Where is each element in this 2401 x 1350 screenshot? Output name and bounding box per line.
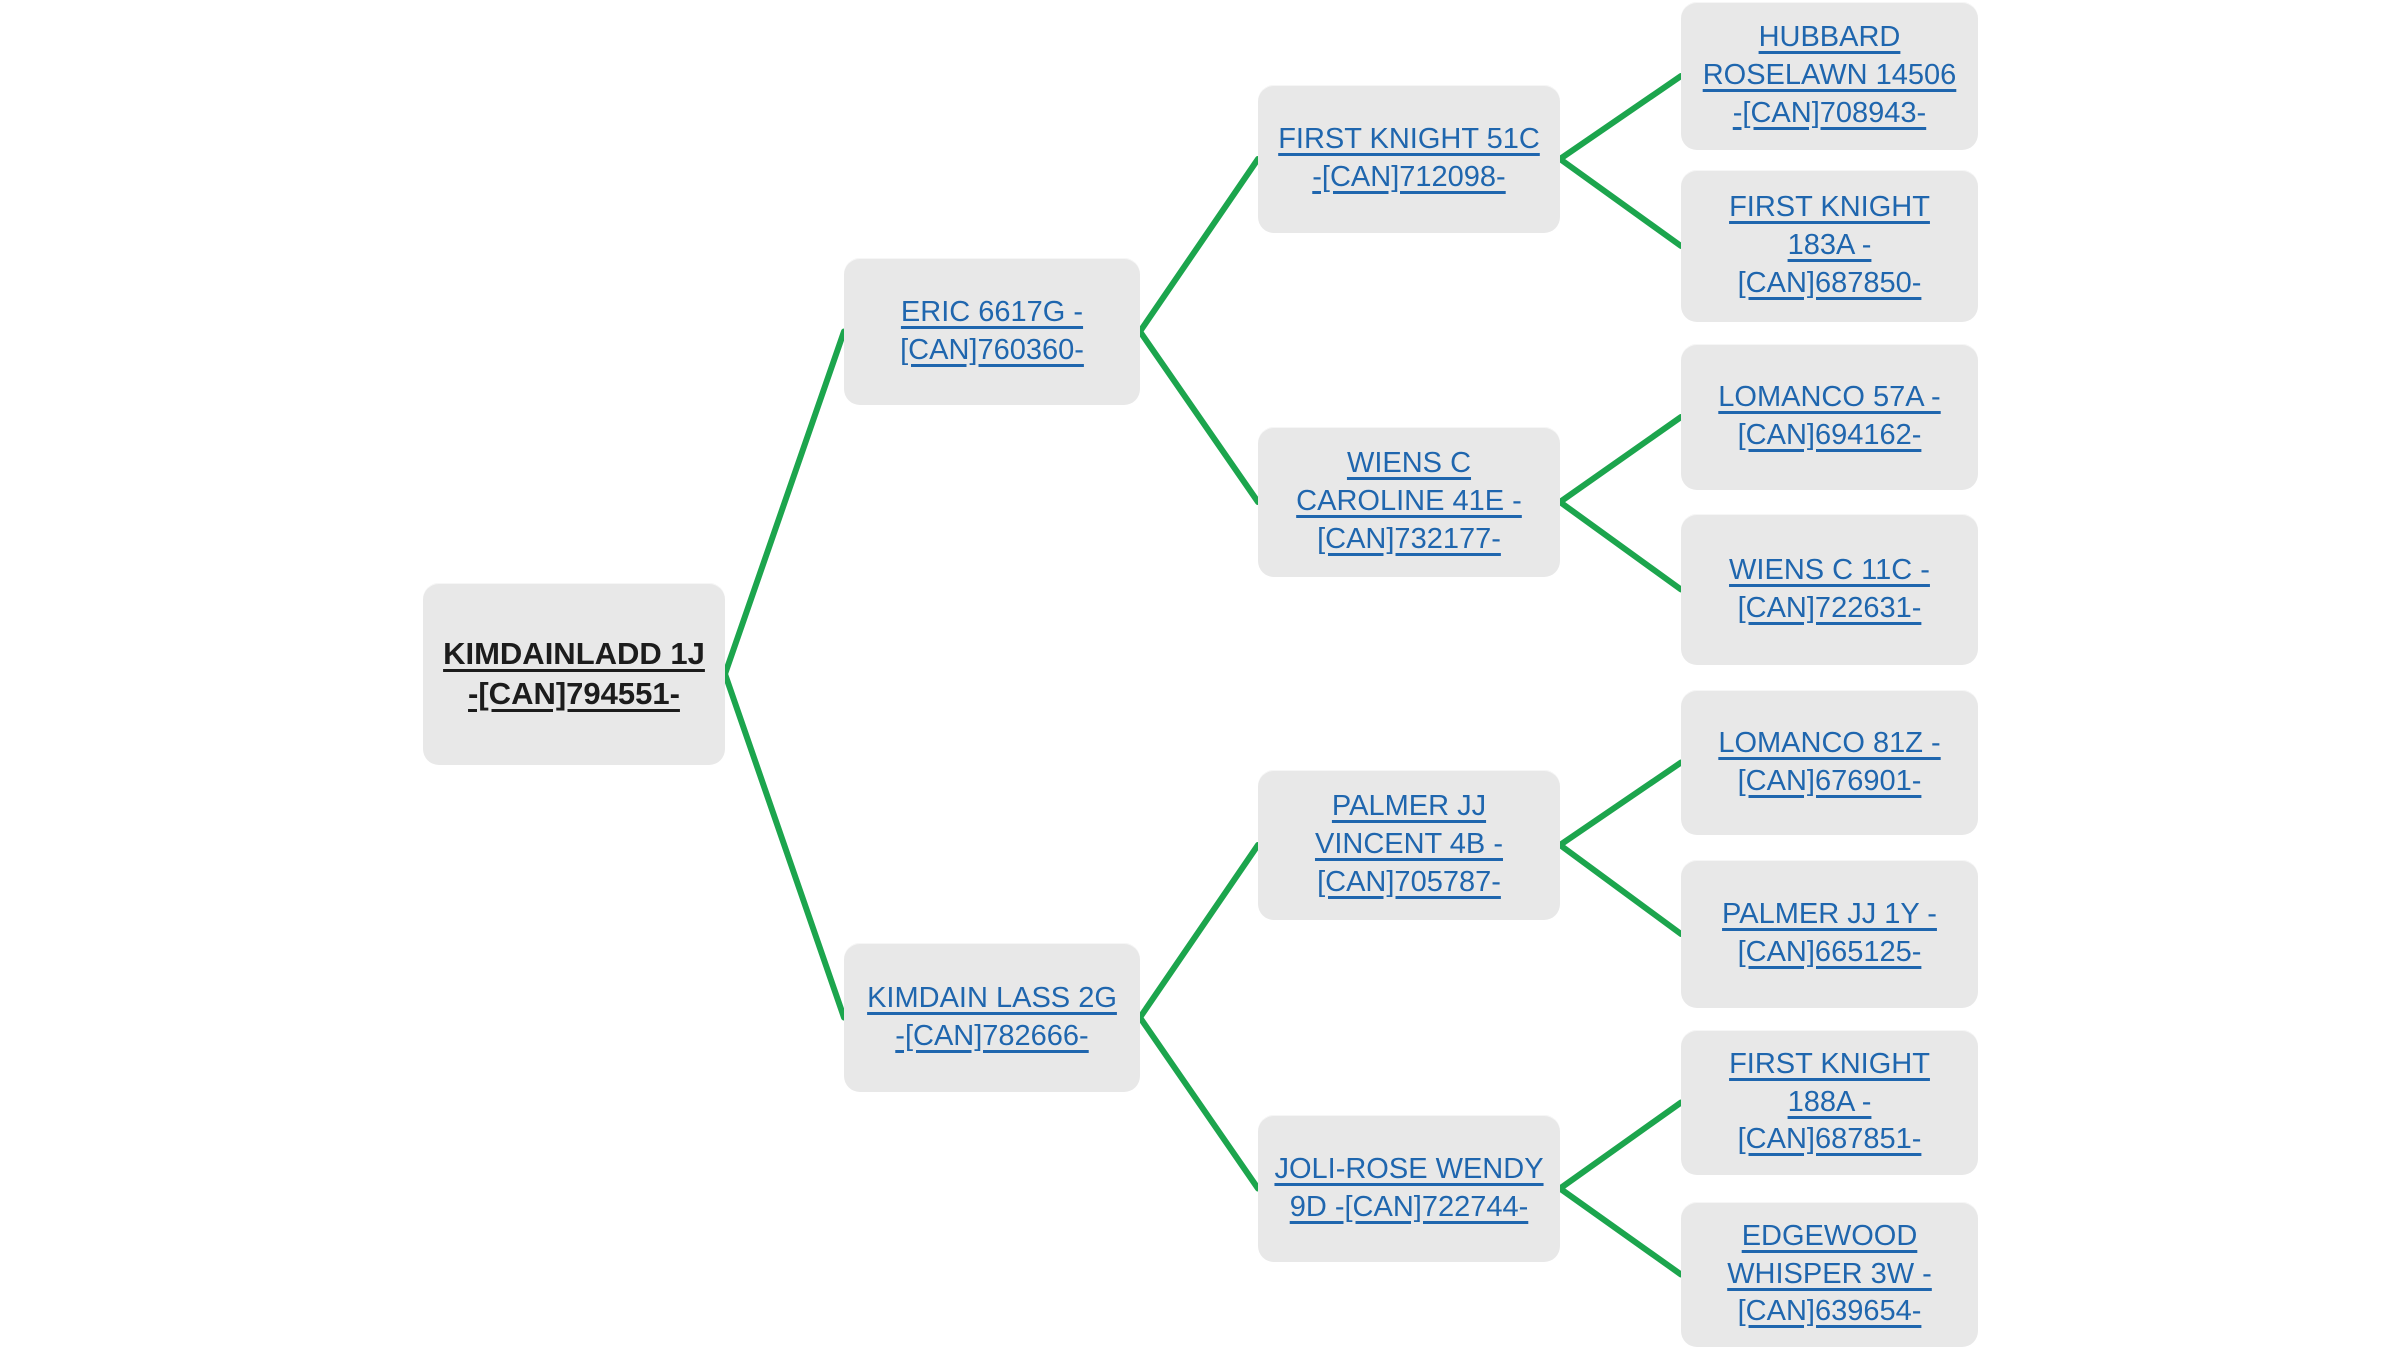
pedigree-node-kimdainladd-1j: KIMDAINLADD 1J -[CAN]794551- [423, 583, 725, 765]
label-line: [CAN]694162- [1737, 419, 1922, 451]
pedigree-node-eric-6617g: ERIC 6617G - [CAN]760360- [844, 258, 1140, 405]
animal-link-kimdainladd-1j[interactable]: KIMDAINLADD 1J -[CAN]794551- [443, 634, 705, 715]
pedigree-edge [1557, 73, 1684, 162]
pedigree-node-hubbard-roselawn-14506: HUBBARD ROSELAWN 14506 -[CAN]708943- [1681, 2, 1978, 150]
pedigree-edge [1557, 759, 1684, 848]
label-line: KIMDAIN LASS 2G [867, 981, 1117, 1014]
label-line: [CAN]687851- [1737, 1123, 1922, 1156]
pedigree-node-wiens-c-caroline-41e: WIENS C CAROLINE 41E - [CAN]732177- [1258, 427, 1560, 577]
label-line: FIRST KNIGHT [1729, 191, 1930, 224]
label-line: LOMANCO 57A - [1718, 381, 1941, 414]
pedigree-edge [1137, 156, 1261, 335]
pedigree-edge [1137, 1014, 1261, 1192]
label-line: -[CAN]708943- [1732, 96, 1927, 129]
animal-link-palmer-jj-1y[interactable]: PALMER JJ 1Y - [CAN]665125- [1722, 896, 1937, 971]
label-line: 183A - [1787, 229, 1872, 262]
label-line: [CAN]639654- [1737, 1295, 1922, 1328]
animal-link-lomanco-57a[interactable]: LOMANCO 57A - [CAN]694162- [1718, 379, 1940, 454]
animal-link-joli-rose-wendy-9d[interactable]: JOLI-ROSE WENDY 9D -[CAN]722744- [1274, 1151, 1543, 1226]
animal-link-wiens-c-11c[interactable]: WIENS C 11C - [CAN]722631- [1729, 552, 1930, 627]
label-line: WHISPER 3W - [1727, 1257, 1932, 1290]
label-line: KIMDAINLADD 1J [443, 635, 705, 671]
pedigree-node-lomanco-57a: LOMANCO 57A - [CAN]694162- [1681, 344, 1978, 490]
animal-link-edgewood-whisper-3w[interactable]: EDGEWOOD WHISPER 3W - [CAN]639654- [1727, 1218, 1932, 1331]
pedigree-edge [1557, 1099, 1684, 1192]
pedigree-edge [1557, 414, 1684, 505]
label-line: [CAN]722631- [1737, 591, 1922, 624]
label-line: PALMER JJ [1331, 790, 1487, 823]
label-line: PALMER JJ 1Y - [1722, 898, 1937, 931]
label-line: VINCENT 4B - [1314, 828, 1503, 861]
pedigree-node-lomanco-81z: LOMANCO 81Z - [CAN]676901- [1681, 690, 1978, 835]
pedigree-node-wiens-c-11c: WIENS C 11C - [CAN]722631- [1681, 514, 1978, 665]
label-line: [CAN]687850- [1737, 266, 1922, 299]
animal-link-eric-6617g[interactable]: ERIC 6617G - [CAN]760360- [900, 294, 1084, 369]
pedigree-edge [1557, 499, 1684, 593]
pedigree-node-edgewood-whisper-3w: EDGEWOOD WHISPER 3W - [CAN]639654- [1681, 1202, 1978, 1347]
pedigree-node-palmer-jj-1y: PALMER JJ 1Y - [CAN]665125- [1681, 860, 1978, 1008]
label-line: -[CAN]782666- [895, 1019, 1089, 1052]
label-line: WIENS C [1346, 447, 1472, 480]
pedigree-edge [1557, 156, 1684, 249]
animal-link-first-knight-188a[interactable]: FIRST KNIGHT 188A - [CAN]687851- [1729, 1046, 1930, 1159]
pedigree-node-first-knight-51c: FIRST KNIGHT 51C -[CAN]712098- [1258, 85, 1560, 233]
pedigree-edge [1557, 842, 1684, 937]
label-line: EDGEWOOD [1741, 1219, 1918, 1252]
label-line: [CAN]760360- [900, 333, 1084, 366]
pedigree-edge [1137, 842, 1261, 1021]
animal-link-lomanco-81z[interactable]: LOMANCO 81Z - [CAN]676901- [1718, 725, 1940, 800]
label-line: -[CAN]712098- [1312, 161, 1506, 193]
label-line: ROSELAWN 14506 [1702, 59, 1957, 92]
label-line: [CAN]732177- [1317, 522, 1501, 555]
label-line: HUBBARD [1758, 21, 1901, 54]
label-line: WIENS C 11C - [1729, 553, 1930, 586]
pedigree-node-palmer-jj-vincent-4b: PALMER JJ VINCENT 4B - [CAN]705787- [1258, 770, 1560, 920]
pedigree-node-first-knight-183a: FIRST KNIGHT 183A - [CAN]687850- [1681, 170, 1978, 322]
pedigree-edge [1137, 328, 1261, 505]
label-line: -[CAN]794551- [468, 676, 680, 711]
label-line: 188A - [1787, 1085, 1872, 1118]
pedigree-edge [1557, 1185, 1684, 1278]
animal-link-first-knight-51c[interactable]: FIRST KNIGHT 51C -[CAN]712098- [1278, 121, 1540, 196]
label-line: 9D -[CAN]722744- [1289, 1190, 1529, 1223]
pedigree-edge [722, 328, 847, 677]
animal-link-first-knight-183a[interactable]: FIRST KNIGHT 183A - [CAN]687850- [1729, 189, 1930, 302]
animal-link-palmer-jj-vincent-4b[interactable]: PALMER JJ VINCENT 4B - [CAN]705787- [1315, 788, 1503, 901]
label-line: ERIC 6617G - [900, 295, 1084, 328]
animal-link-wiens-c-caroline-41e[interactable]: WIENS C CAROLINE 41E - [CAN]732177- [1296, 445, 1522, 558]
pedigree-node-joli-rose-wendy-9d: JOLI-ROSE WENDY 9D -[CAN]722744- [1258, 1115, 1560, 1262]
label-line: LOMANCO 81Z - [1718, 726, 1941, 759]
animal-link-kimdain-lass-2g[interactable]: KIMDAIN LASS 2G -[CAN]782666- [867, 980, 1117, 1055]
pedigree-edge [722, 671, 847, 1021]
label-line: [CAN]676901- [1737, 764, 1922, 797]
label-line: FIRST KNIGHT 51C [1278, 123, 1540, 156]
label-line: [CAN]665125- [1737, 936, 1922, 968]
label-line: JOLI-ROSE WENDY [1274, 1152, 1544, 1185]
pedigree-node-first-knight-188a: FIRST KNIGHT 188A - [CAN]687851- [1681, 1030, 1978, 1175]
pedigree-node-kimdain-lass-2g: KIMDAIN LASS 2G -[CAN]782666- [844, 943, 1140, 1092]
label-line: CAROLINE 41E - [1296, 485, 1522, 518]
label-line: [CAN]705787- [1317, 865, 1501, 898]
label-line: FIRST KNIGHT [1729, 1047, 1930, 1080]
animal-link-hubbard-roselawn-14506[interactable]: HUBBARD ROSELAWN 14506 -[CAN]708943- [1703, 19, 1957, 132]
